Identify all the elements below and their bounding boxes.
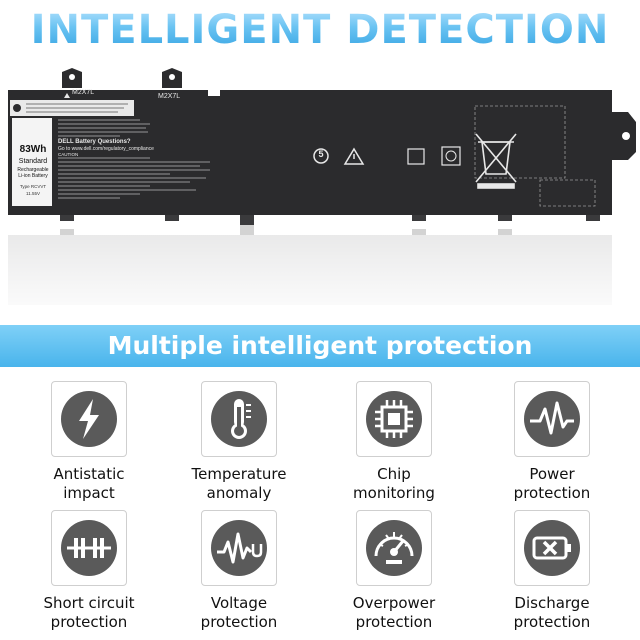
battery-caution: CAUTION xyxy=(58,152,79,157)
battery-chemistry-1: Rechargeable xyxy=(17,167,49,173)
gauge-icon xyxy=(366,520,422,576)
pulse-icon xyxy=(524,391,580,447)
thermometer-icon xyxy=(211,391,267,447)
chip-icon xyxy=(366,391,422,447)
battery-voltage: 11.55V xyxy=(26,191,40,196)
feature-short-circuit: Short circuit protection xyxy=(14,510,164,632)
feature-chip: Chip monitoring xyxy=(319,381,469,503)
short-circuit-icon xyxy=(61,520,117,576)
battery-url: Go to www.dell.com/regulatory_compliance xyxy=(58,146,154,152)
feature-overpower: Overpower protection xyxy=(319,510,469,632)
eco-label-icon xyxy=(441,146,461,166)
battery-capacity: 83Wh xyxy=(19,144,47,155)
feature-icon-box xyxy=(356,381,432,457)
banner-title: Multiple intelligent protection xyxy=(107,331,533,360)
feature-antistatic: Antistatic impact xyxy=(14,381,164,503)
voltage-wave-icon xyxy=(211,520,267,576)
feature-label: Power protection xyxy=(513,465,591,502)
feature-label: Antistatic impact xyxy=(53,465,125,502)
feature-label: Temperature anomaly xyxy=(191,465,287,502)
feature-temperature: Temperature anomaly xyxy=(164,381,314,503)
feature-label: Voltage protection xyxy=(200,594,278,631)
rohs-number: 5 xyxy=(318,149,324,159)
rohs-circle-icon xyxy=(313,148,329,164)
headline: INTELLIGENT DETECTION xyxy=(0,4,640,56)
connector-code: M2X7L xyxy=(72,89,95,96)
feature-icon-box xyxy=(201,381,277,457)
feature-label: Short circuit protection xyxy=(43,594,135,631)
weee-bin-icon xyxy=(475,133,517,189)
battery-type: Type RCVVT xyxy=(19,184,47,189)
headline-reflection xyxy=(0,48,640,62)
feature-label: Discharge protection xyxy=(513,594,591,631)
lightning-icon xyxy=(61,391,117,447)
warning-triangle-icon xyxy=(343,147,365,165)
feature-icon-box xyxy=(51,381,127,457)
feature-icon-box xyxy=(514,510,590,586)
feature-icon-box xyxy=(356,510,432,586)
feature-label: Chip monitoring xyxy=(353,465,435,502)
recycling-icon xyxy=(407,148,425,165)
battery-body xyxy=(8,90,612,215)
battery-grade: Standard xyxy=(18,158,48,165)
feature-voltage: Voltage protection xyxy=(164,510,314,632)
feature-icon-box xyxy=(51,510,127,586)
feature-power: Power protection xyxy=(477,381,627,503)
connector-code-mid: M2X7L xyxy=(158,93,181,100)
feature-discharge: Discharge protection xyxy=(477,510,627,632)
battery-x-icon xyxy=(524,520,580,576)
battery-chemistry-2: Li-ion Battery xyxy=(18,173,48,179)
battery-image: 83Wh Standard Rechargeable Li-ion Batter… xyxy=(0,60,640,325)
feature-label: Overpower protection xyxy=(352,594,436,631)
feature-icon-box xyxy=(514,381,590,457)
feature-icon-box xyxy=(201,510,277,586)
battery-questions: DELL Battery Questions? xyxy=(58,139,131,145)
protection-banner: Multiple intelligent protection xyxy=(0,325,640,367)
